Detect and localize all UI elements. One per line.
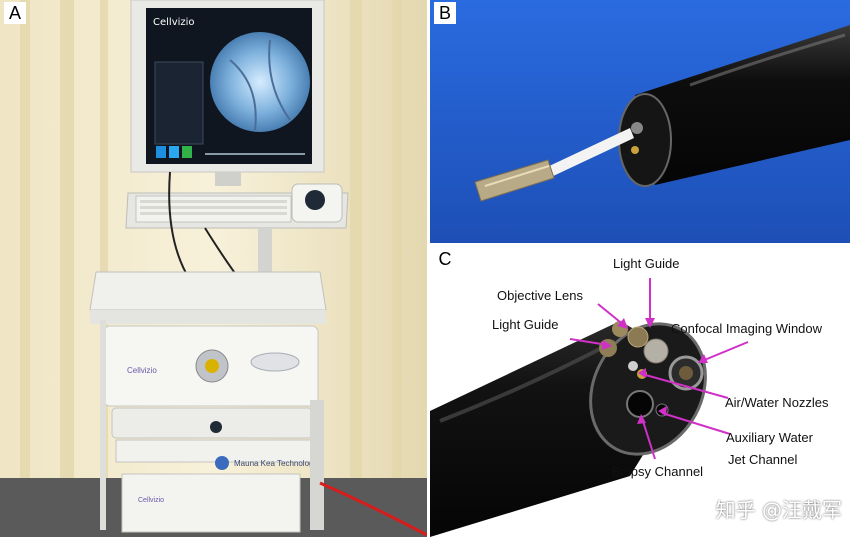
distal-end-illustration xyxy=(430,278,749,537)
screen-brand-text: Cellvizio xyxy=(153,17,195,28)
unit-brand-text: Cellvizio xyxy=(127,366,157,375)
panel-a-letter: A xyxy=(4,2,26,24)
label-light-guide-left: Light Guide xyxy=(492,317,559,332)
base-brand-text: Cellvizio xyxy=(138,497,164,504)
panel-b-letter: B xyxy=(434,2,456,24)
label-air-water-nozzles: Air/Water Nozzles xyxy=(725,395,829,410)
panel-c-distal-end: C Light Guide Objective Lens Light Guide… xyxy=(430,246,850,537)
watermark-text: 知乎 @汪戴军 xyxy=(715,498,842,522)
endoscope-probe-illustration xyxy=(430,0,850,243)
label-confocal-window: Confocal Imaging Window xyxy=(671,321,823,336)
label-auxiliary-water: Auxiliary Water xyxy=(726,430,813,445)
label-jet-channel: Jet Channel xyxy=(728,452,798,467)
label-light-guide-top: Light Guide xyxy=(613,256,680,271)
panel-c-letter: C xyxy=(434,248,456,270)
panel-b-endoscope-probe: B xyxy=(430,0,850,243)
label-objective-lens: Objective Lens xyxy=(497,288,583,303)
equipment-cart-illustration: Cellvizio Cellvizio xyxy=(0,0,427,537)
panel-a-equipment-cart: Cellvizio Cellvizio xyxy=(0,0,427,537)
label-biopsy-channel: Biopsy Channel xyxy=(612,464,704,479)
maker-text: Mauna Kea Technologies xyxy=(234,459,324,468)
